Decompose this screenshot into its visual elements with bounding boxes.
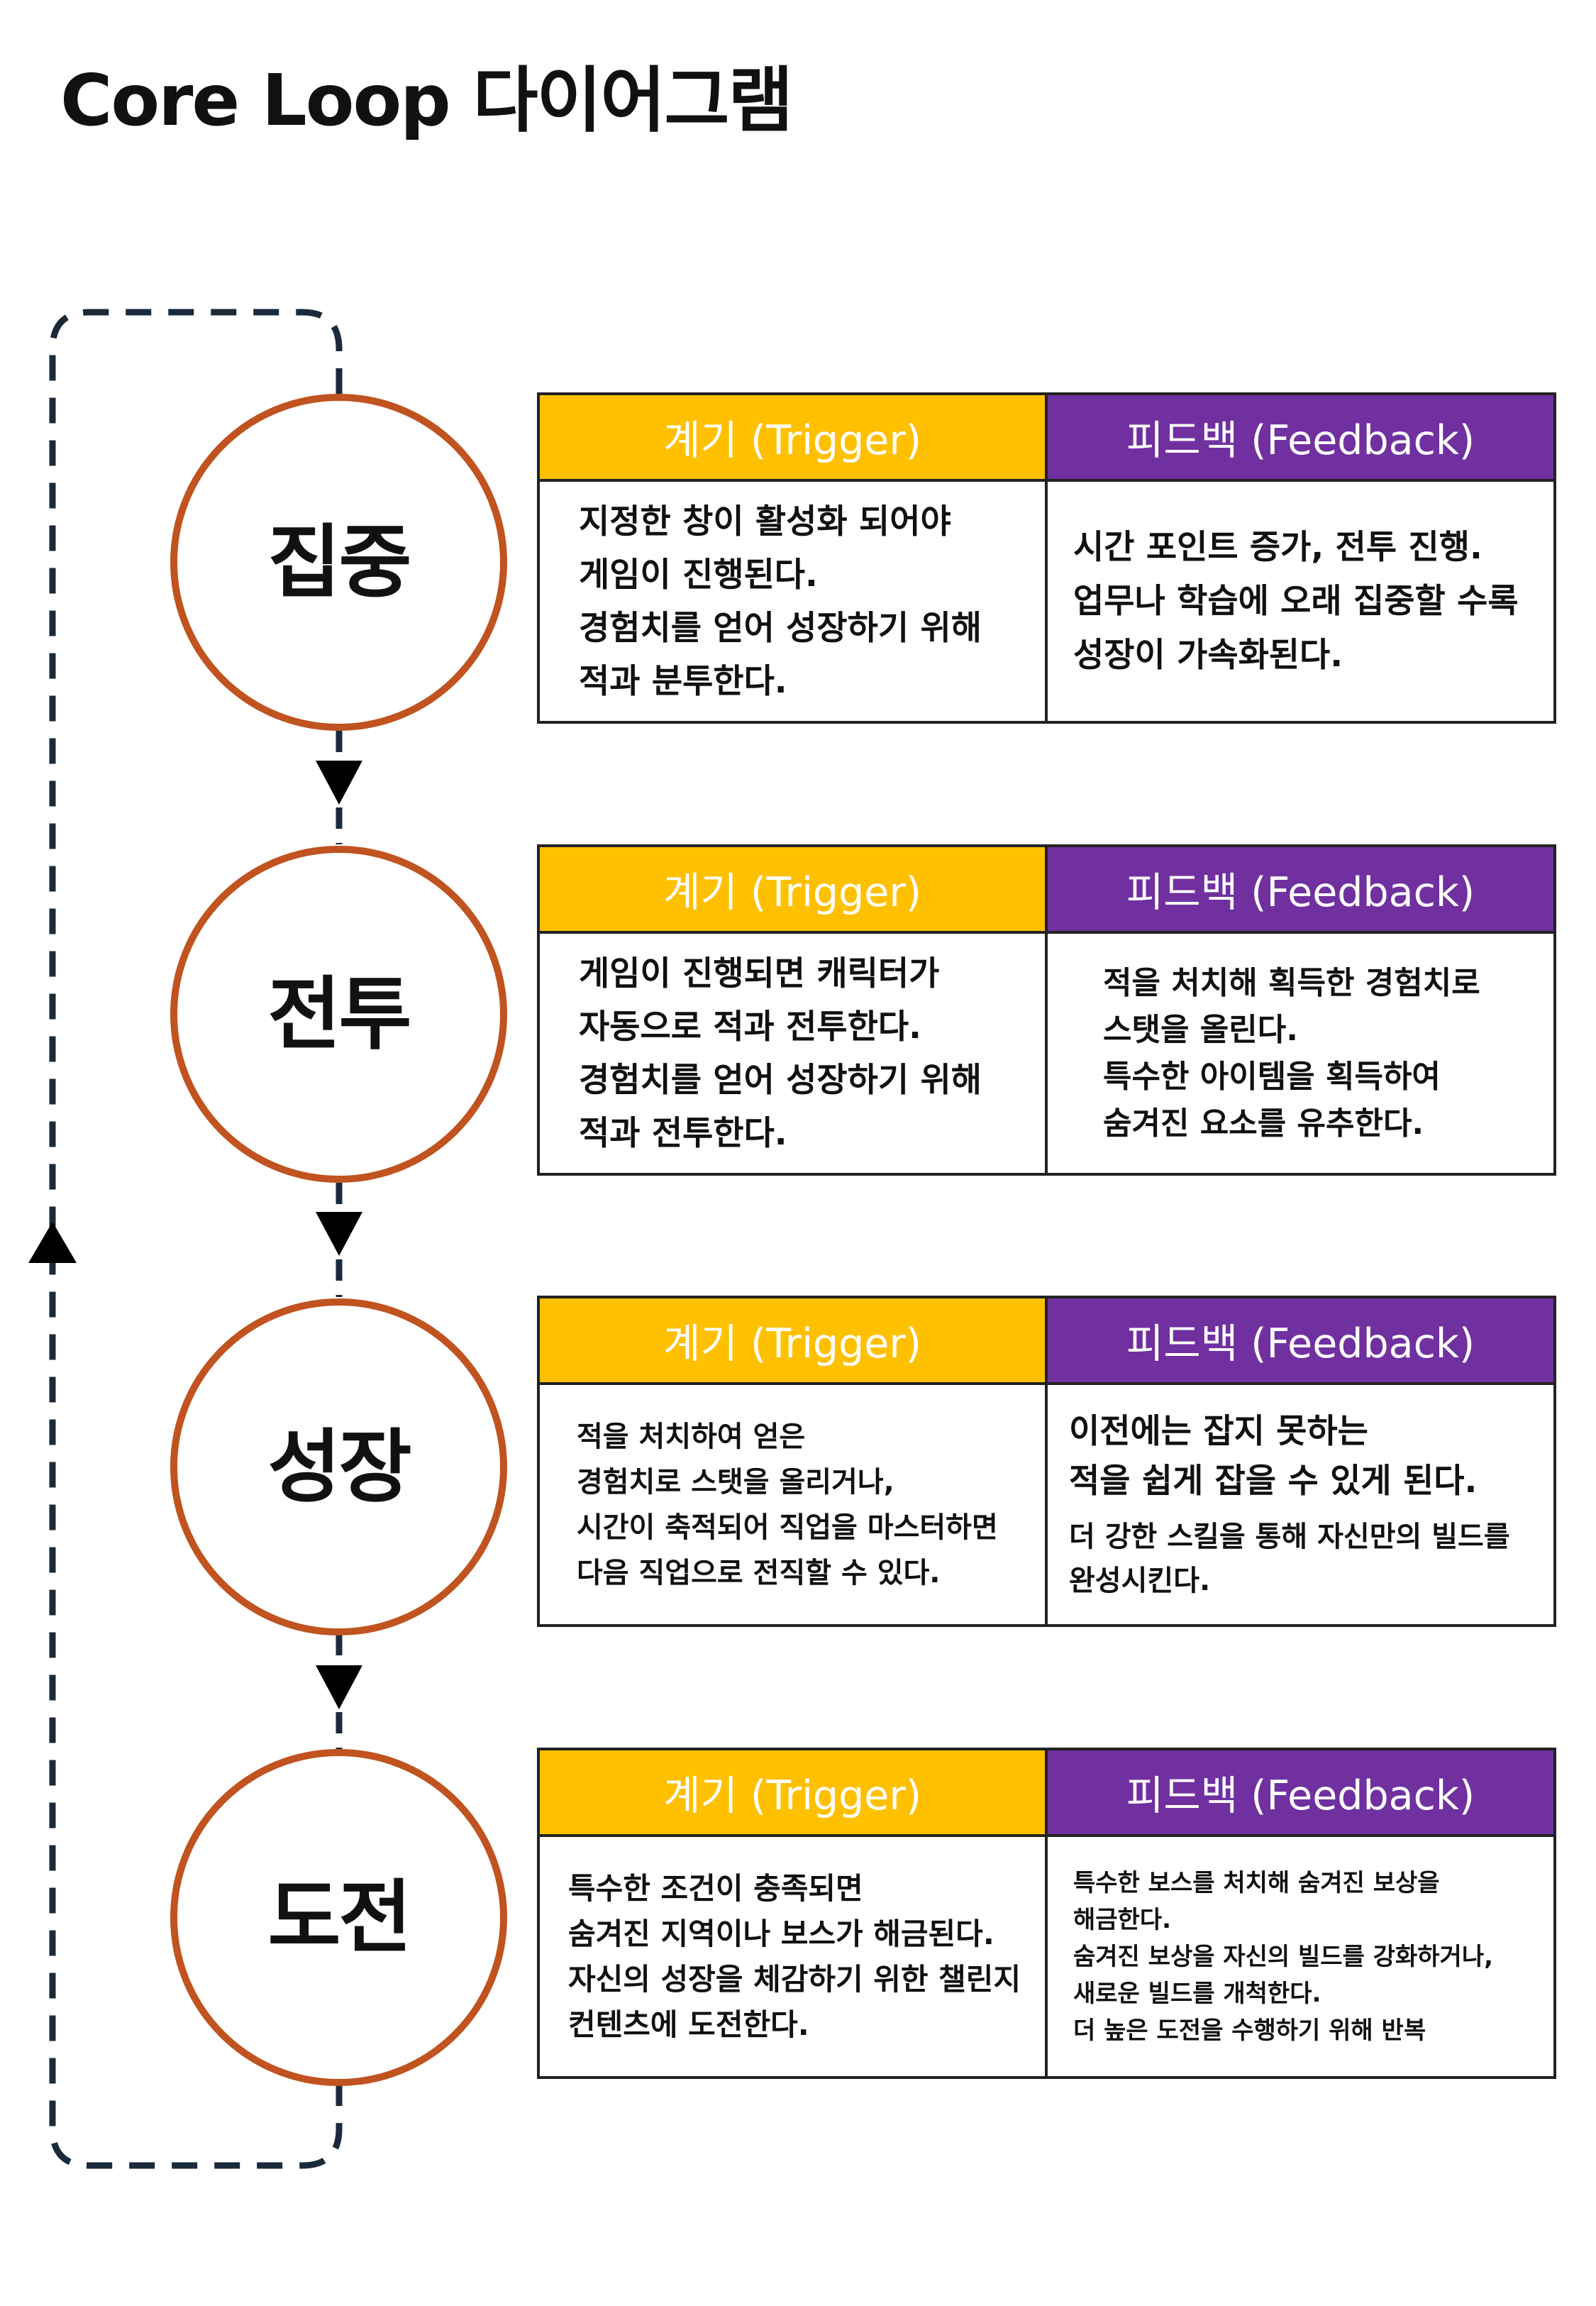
text-line: 자동으로 적과 전투한다. (579, 1007, 921, 1047)
feedback-header: 피드백 (Feedback) (1048, 1750, 1553, 1837)
stage-panel-battle: 계기 (Trigger) 피드백 (Feedback) 게임이 진행되면 캐릭터… (537, 844, 1556, 1176)
trigger-text: 적을 처치하여 얻은 경험치로 스탯을 올리거나, 시간이 축적되어 직업을 마… (540, 1385, 1048, 1624)
stage-circle-challenge: 도전 (170, 1749, 507, 2086)
text-line: 성장이 가속화된다. (1073, 635, 1343, 675)
stage-panel-challenge: 계기 (Trigger) 피드백 (Feedback) 특수한 조건이 충족되면… (537, 1748, 1556, 2079)
text-line: 적을 쉽게 잡을 수 있게 된다. (1069, 1461, 1478, 1501)
trigger-header: 계기 (Trigger) (540, 847, 1048, 934)
loop-return-path (49, 309, 343, 2169)
text-line: 컨텐츠에 도전한다. (568, 2007, 809, 2042)
text-line: 다음 직업으로 전직할 수 있다. (577, 1556, 941, 1589)
text-line: 더 높은 도전을 수행하기 위해 반복 (1073, 2016, 1426, 2045)
text-line: 지정한 창이 활성화 되어야 (579, 502, 951, 541)
loop-up-arrow-icon (28, 1222, 77, 1263)
text-line: 적을 처치하여 얻은 (577, 1420, 806, 1453)
text-line: 새로운 빌드를 개척한다. (1073, 1979, 1321, 2008)
trigger-text: 특수한 조건이 충족되면 숨겨진 지역이나 보스가 해금된다. 자신의 성장을 … (540, 1837, 1048, 2076)
text-line: 적과 전투한다. (579, 1113, 787, 1153)
text-line: 업무나 학습에 오래 집중할 수록 (1073, 581, 1519, 621)
text-line: 경험치를 얻어 성장하기 위해 (579, 608, 982, 648)
text-line: 스탯을 올린다. (1103, 1011, 1298, 1048)
trigger-header: 계기 (Trigger) (540, 395, 1048, 482)
text-line: 시간 포인트 증가, 전투 진행. (1073, 527, 1483, 567)
down-arrow-icon (316, 1665, 362, 1709)
text-line: 자신의 성장을 체감하기 위한 챌린지 (568, 1961, 1021, 1997)
stage-circle-growth: 성장 (170, 1298, 507, 1635)
feedback-text: 적을 처치해 획득한 경험치로 스탯을 올린다. 특수한 아이템을 획득하여 숨… (1048, 934, 1553, 1173)
trigger-text: 게임이 진행되면 캐릭터가 자동으로 적과 전투한다. 경험치를 얻어 성장하기… (540, 934, 1048, 1173)
feedback-text: 이전에는 잡지 못하는 적을 쉽게 잡을 수 있게 된다. 더 강한 스킬을 통… (1048, 1385, 1553, 1624)
feedback-header: 피드백 (Feedback) (1048, 847, 1553, 934)
down-arrow-icon (316, 1212, 362, 1256)
down-arrow-icon (316, 761, 362, 805)
stage-label: 도전 (267, 1871, 411, 1964)
text-line: 특수한 아이템을 획득하여 (1103, 1058, 1441, 1095)
stage-circle-focus: 집중 (170, 394, 507, 731)
stage-label: 전투 (267, 968, 411, 1061)
page-title: Core Loop 다이어그램 (60, 59, 794, 142)
text-line: 경험치로 스탯을 올리거나, (577, 1465, 894, 1499)
trigger-text: 지정한 창이 활성화 되어야 게임이 진행된다. 경험치를 얻어 성장하기 위해… (540, 482, 1048, 721)
trigger-header: 계기 (Trigger) (540, 1298, 1048, 1385)
text-line: 완성시킨다. (1069, 1564, 1211, 1597)
feedback-header: 피드백 (Feedback) (1048, 395, 1553, 482)
text-line: 시간이 축적되어 직업을 마스터하면 (577, 1511, 998, 1544)
text-line: 적과 분투한다. (579, 661, 787, 701)
text-line: 더 강한 스킬을 통해 자신만의 빌드를 (1069, 1520, 1510, 1553)
text-line: 숨겨진 요소를 유추한다. (1103, 1105, 1424, 1142)
stage-panel-growth: 계기 (Trigger) 피드백 (Feedback) 적을 처치하여 얻은 경… (537, 1296, 1556, 1627)
text-line: 특수한 조건이 충족되면 (568, 1870, 863, 1906)
feedback-header: 피드백 (Feedback) (1048, 1298, 1553, 1385)
text-line: 숨겨진 보상을 자신의 빌드를 강화하거나, (1073, 1942, 1494, 1971)
stage-panel-focus: 계기 (Trigger) 피드백 (Feedback) 지정한 창이 활성화 되… (537, 392, 1556, 724)
feedback-text: 시간 포인트 증가, 전투 진행. 업무나 학습에 오래 집중할 수록 성장이 … (1048, 482, 1553, 721)
text-line: 해금한다. (1073, 1905, 1172, 1934)
stage-circle-battle: 전투 (170, 846, 507, 1183)
text-line: 경험치를 얻어 성장하기 위해 (579, 1060, 982, 1100)
text-line: 특수한 보스를 처치해 숨겨진 보상을 (1073, 1868, 1440, 1897)
text-line: 적을 처치해 획득한 경험치로 (1103, 964, 1480, 1001)
text-line: 게임이 진행된다. (579, 555, 818, 595)
trigger-header: 계기 (Trigger) (540, 1750, 1048, 1837)
text-line: 이전에는 잡지 못하는 (1069, 1411, 1368, 1451)
stage-label: 집중 (267, 516, 411, 609)
text-line: 게임이 진행되면 캐릭터가 (579, 954, 940, 993)
feedback-text: 특수한 보스를 처치해 숨겨진 보상을 해금한다. 숨겨진 보상을 자신의 빌드… (1048, 1837, 1553, 2076)
text-line: 숨겨진 지역이나 보스가 해금된다. (568, 1916, 994, 1951)
stage-label: 성장 (267, 1420, 411, 1513)
